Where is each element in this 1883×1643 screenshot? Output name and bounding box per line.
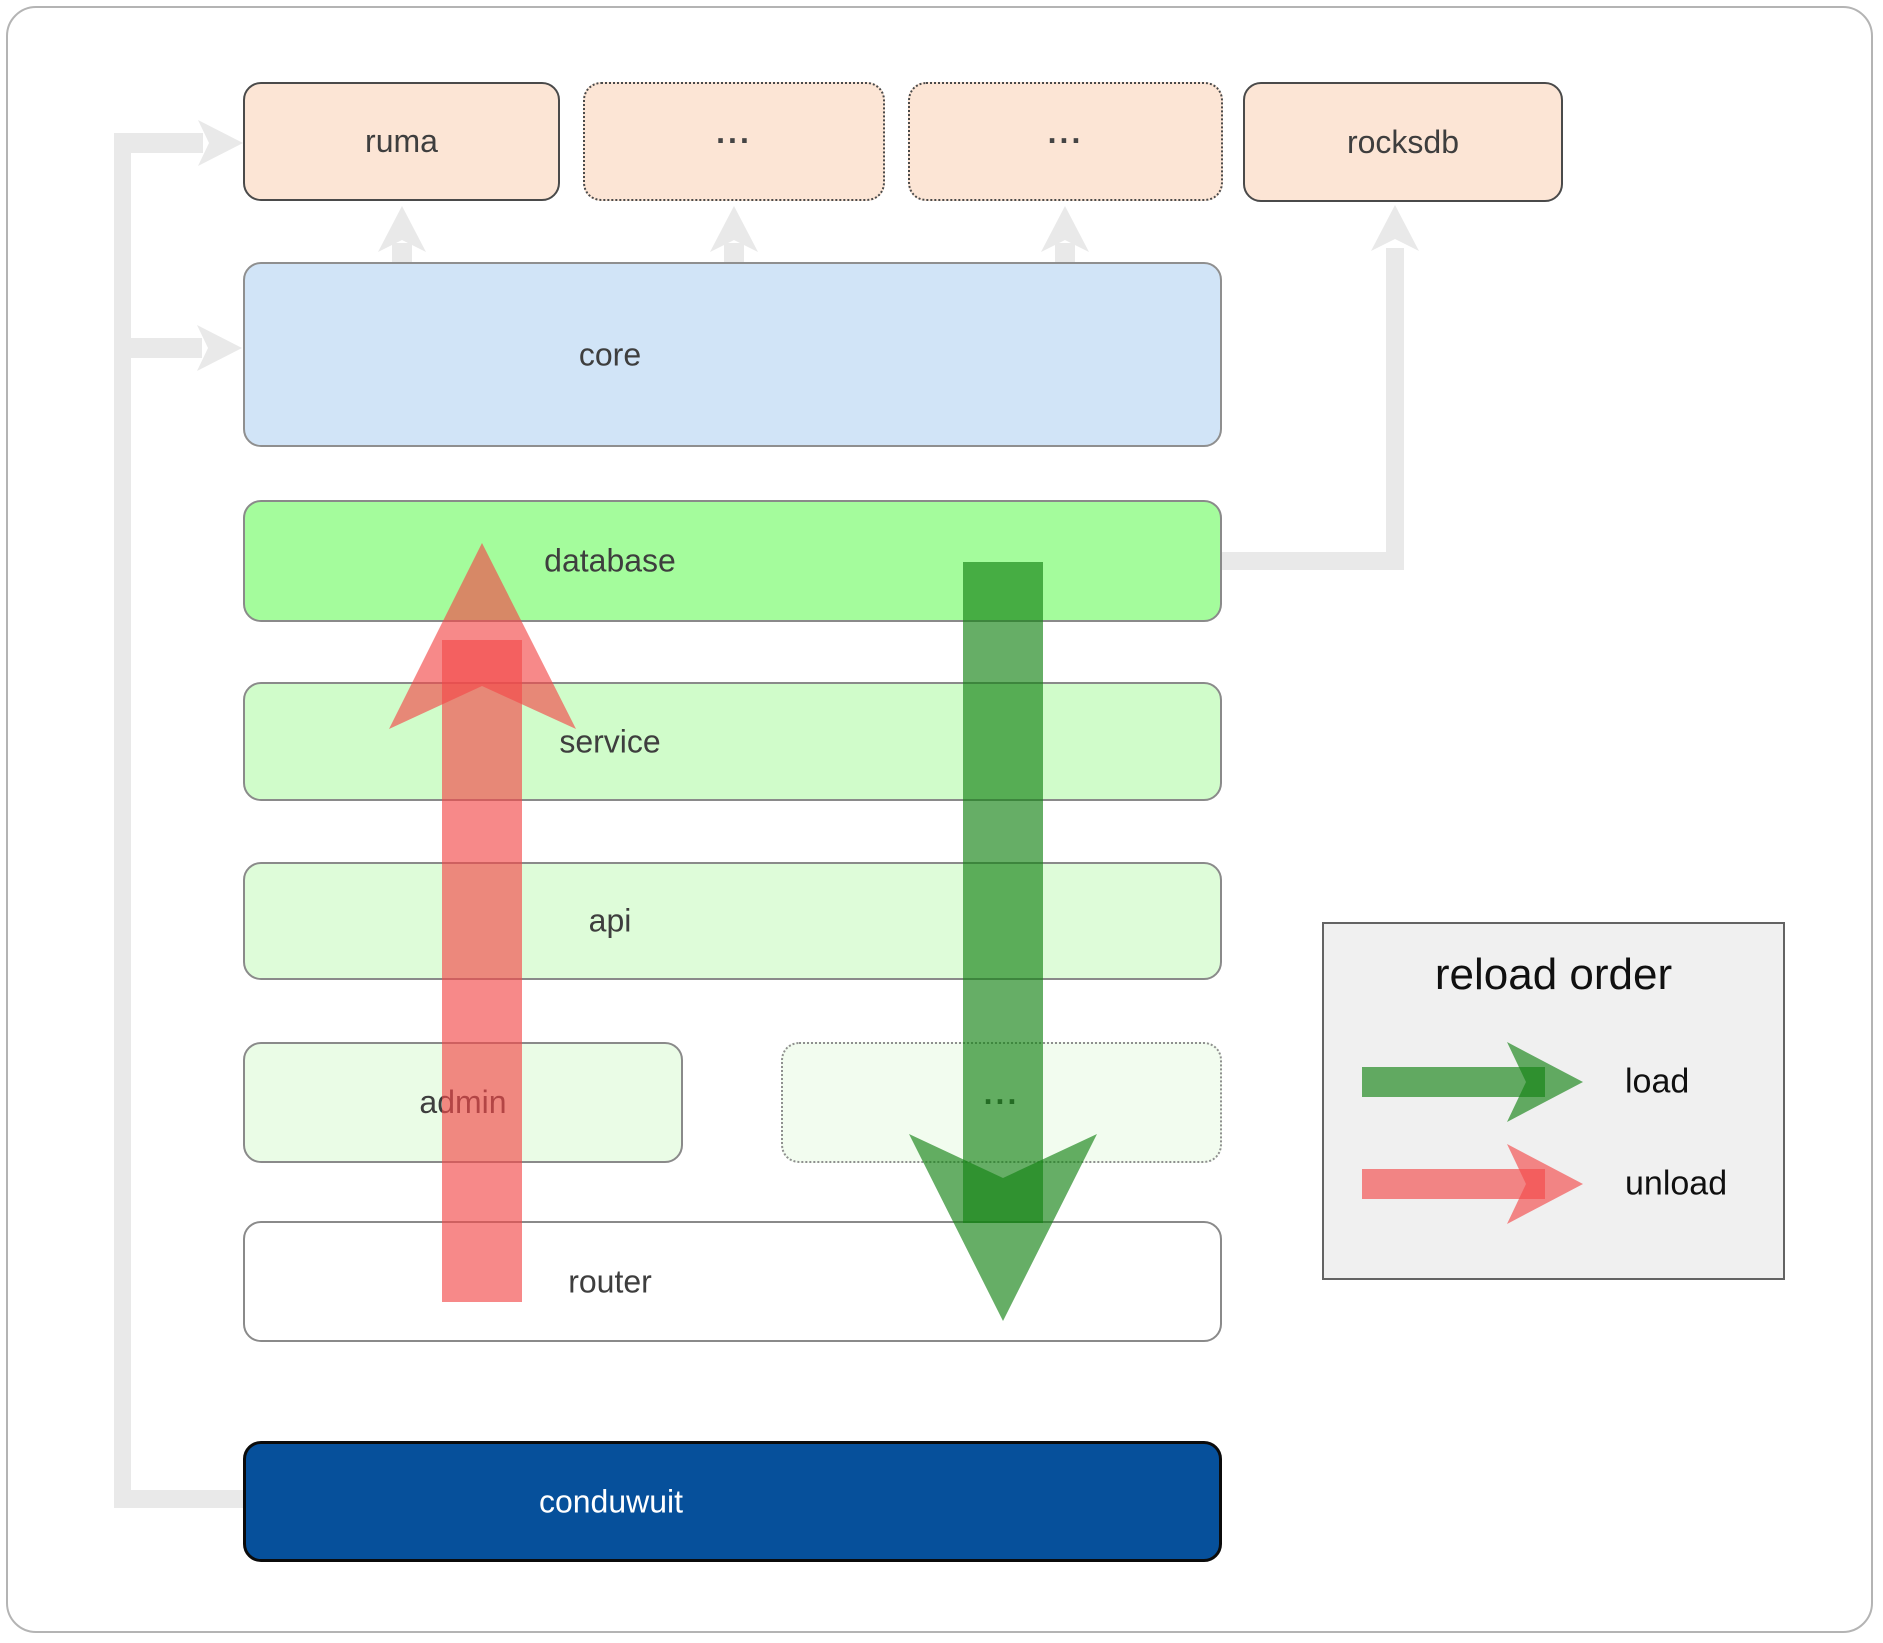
- outer-frame: [6, 6, 1873, 1633]
- box-ellipsis-top-2: ...: [908, 82, 1223, 201]
- box-core-label: core: [578, 336, 642, 372]
- box-conduwuit: conduwuit: [243, 1441, 1222, 1562]
- box-api-label: api: [588, 902, 632, 939]
- box-ellipsis-top-1-label: ...: [716, 114, 752, 150]
- box-conduwuit-label: conduwuit: [538, 1483, 684, 1519]
- box-service: service: [243, 682, 1222, 801]
- box-database: database: [243, 500, 1222, 622]
- legend-load-label: load: [1625, 1062, 1690, 1101]
- legend-unload-label: unload: [1625, 1164, 1728, 1203]
- box-router: router: [243, 1221, 1222, 1342]
- legend-title: reload order: [1434, 950, 1673, 999]
- box-rocksdb-label: rocksdb: [1346, 123, 1460, 160]
- box-ellipsis-top-1: ...: [583, 82, 885, 201]
- box-ellipsis-modules-label: ...: [983, 1075, 1020, 1111]
- box-admin: admin: [243, 1042, 683, 1163]
- box-core: core: [243, 262, 1222, 447]
- box-ellipsis-modules: ...: [781, 1042, 1222, 1163]
- box-service-label: service: [559, 723, 661, 759]
- box-router-label: router: [568, 1263, 652, 1299]
- box-api: api: [243, 862, 1222, 980]
- box-rocksdb: rocksdb: [1243, 82, 1563, 202]
- box-database-label: database: [544, 542, 676, 579]
- box-ellipsis-top-2-label: ...: [1047, 114, 1084, 150]
- box-admin-label: admin: [419, 1084, 507, 1120]
- box-ruma-label: ruma: [365, 123, 438, 159]
- box-ruma: ruma: [243, 82, 560, 201]
